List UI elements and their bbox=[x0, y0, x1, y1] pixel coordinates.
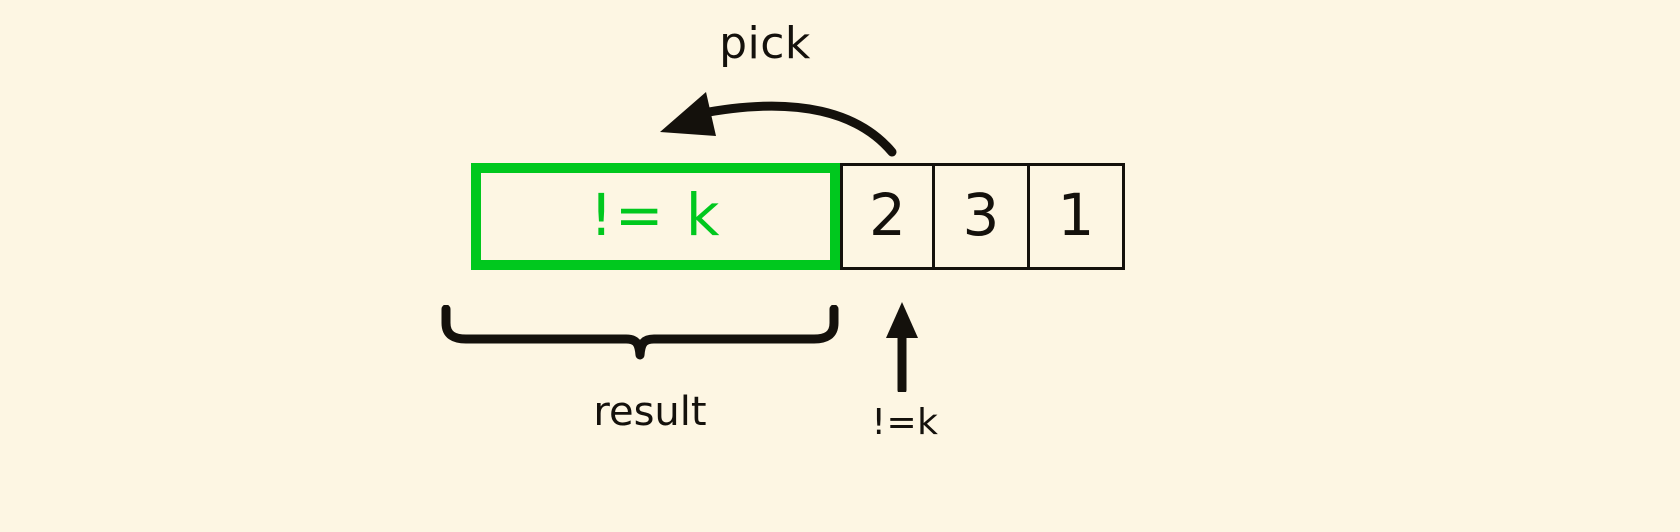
result-region-box[interactable]: != k bbox=[471, 163, 840, 270]
result-brace-icon bbox=[441, 305, 839, 360]
pick-label: pick bbox=[719, 18, 811, 69]
array-cell-value: 3 bbox=[962, 180, 1000, 249]
result-region-label: != k bbox=[589, 180, 722, 249]
array-cell[interactable]: 1 bbox=[1030, 163, 1125, 270]
array-cell[interactable]: 2 bbox=[840, 163, 935, 270]
pointer-condition-label: !=k bbox=[871, 402, 939, 443]
array-cell-value: 1 bbox=[1057, 180, 1095, 249]
result-brace-label: result bbox=[593, 389, 707, 435]
array-row: != k 2 3 1 bbox=[471, 163, 1125, 270]
array-cell[interactable]: 3 bbox=[935, 163, 1030, 270]
pointer-up-arrow-icon bbox=[886, 302, 918, 392]
array-cells: 2 3 1 bbox=[840, 163, 1125, 270]
array-cell-value: 2 bbox=[869, 180, 906, 249]
pick-curved-arrow-icon bbox=[660, 92, 897, 157]
